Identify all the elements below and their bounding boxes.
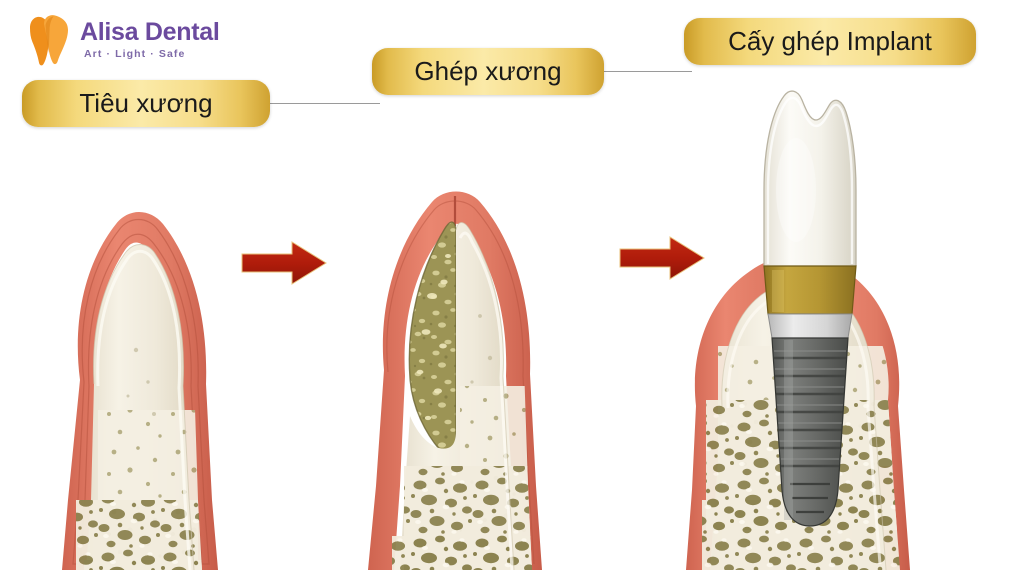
graft-material [408, 221, 457, 455]
connector-2-3 [598, 71, 692, 72]
logo-tagline: Art · Light · Safe [84, 48, 186, 60]
arrow-right-icon-1 [240, 240, 330, 286]
label-pill-tieu-xuong[interactable]: Tiêu xương [22, 80, 270, 127]
connector-1-2 [262, 103, 380, 104]
logo-wordmark: Alisa Dental [80, 18, 220, 46]
implant-screw [771, 337, 849, 527]
label-pill-cay-ghep-implant[interactable]: Cấy ghép Implant [684, 18, 976, 65]
tooth-icon [24, 14, 74, 66]
trabecular-bone [392, 386, 532, 570]
abutment [763, 265, 857, 315]
illustration-dental-implant [672, 70, 992, 570]
illustration-bone-loss [36, 200, 316, 570]
implant-collar [767, 313, 853, 339]
jaw-bone [392, 222, 532, 570]
gum-tissue [62, 212, 218, 570]
arrow-right-icon-2 [618, 235, 708, 281]
dental-crown [763, 90, 857, 266]
label-text: Ghép xương [414, 56, 562, 86]
label-pill-ghep-xuong[interactable]: Ghép xương [372, 48, 604, 95]
illustration-bone-graft [348, 186, 638, 570]
trabecular-bone [76, 410, 202, 570]
gum-tissue [368, 191, 542, 570]
brand-logo: Alisa Dental Art · Light · Safe [24, 12, 239, 70]
label-text: Tiêu xương [79, 88, 213, 118]
label-text: Cấy ghép Implant [728, 26, 932, 56]
jaw-bone [76, 244, 202, 570]
